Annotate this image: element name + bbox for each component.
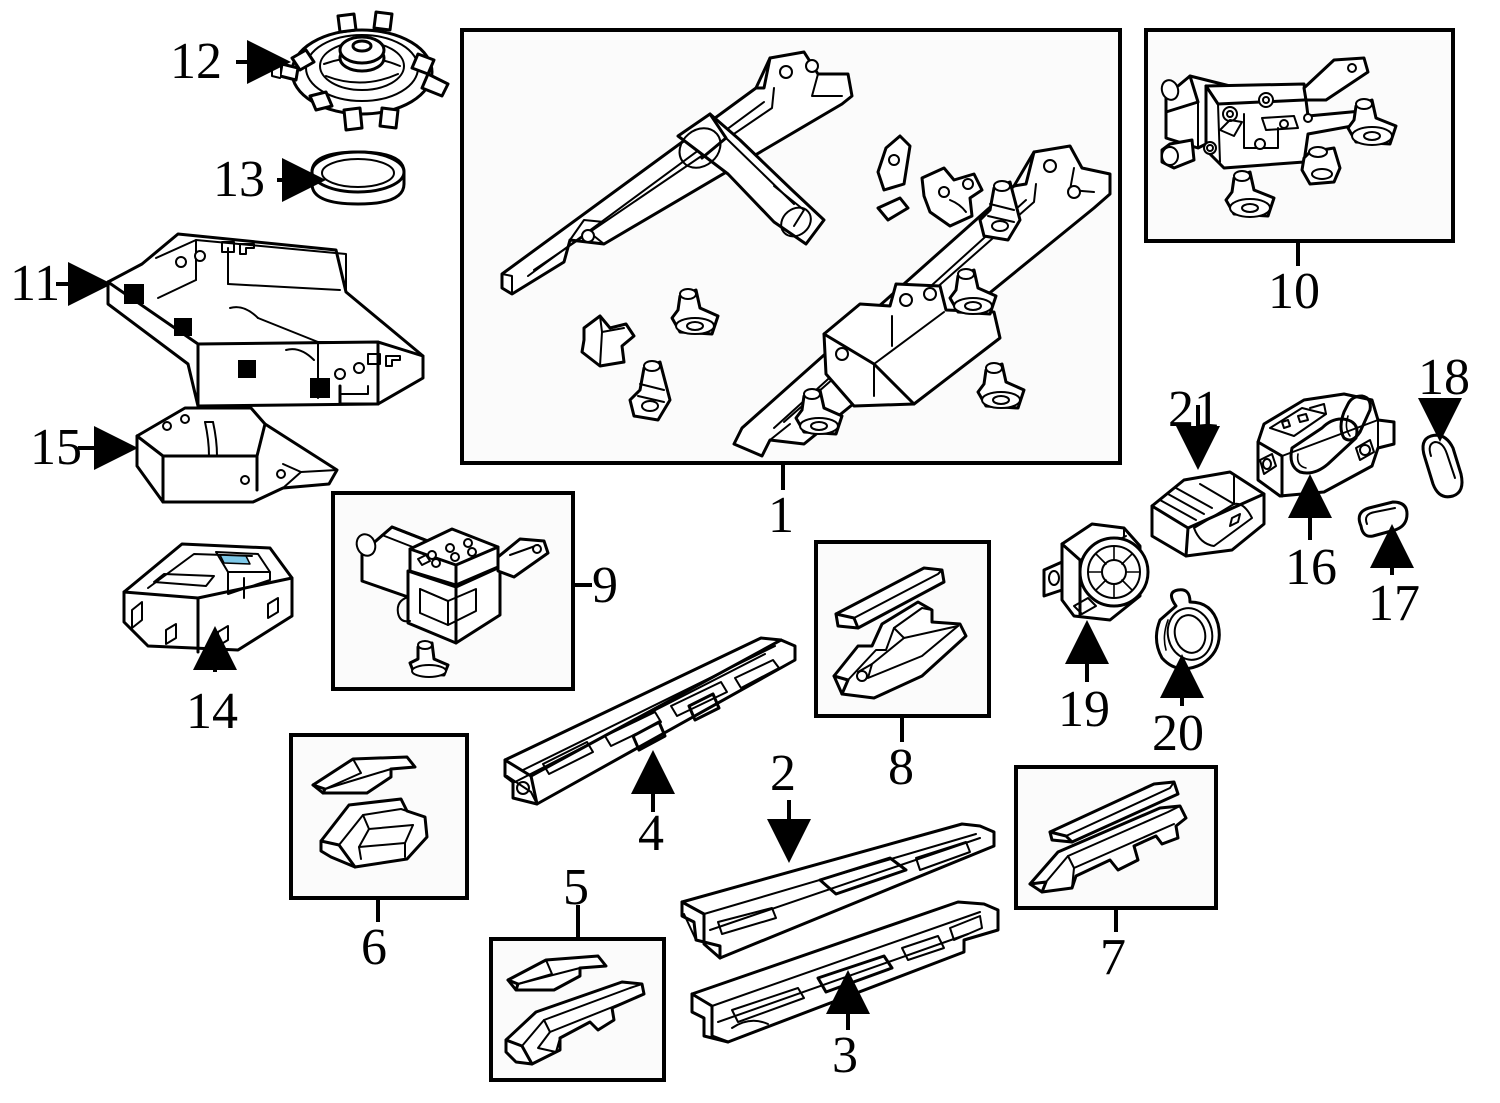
- part-art-fan-seal-ring: [310, 150, 406, 206]
- part-art-track-cover-set: [1028, 780, 1188, 894]
- callout-label-13: 13: [213, 151, 265, 208]
- part-art-grommet-seal: [1155, 588, 1221, 671]
- part-art-height-adjuster-motor: [1160, 56, 1398, 218]
- callout-label-8: 8: [888, 739, 914, 796]
- part-art-switch-knob-long: [1421, 433, 1464, 499]
- part-art-seat-track-rail: [503, 636, 797, 806]
- part-art-inner-rail-cover: [680, 822, 996, 960]
- part-art-seat-adjust-switch: [1256, 392, 1396, 498]
- callout-label-1: 1: [768, 487, 794, 544]
- part-art-blower-fan: [271, 10, 450, 132]
- callout-label-19: 19: [1058, 681, 1110, 738]
- callout-label-16: 16: [1285, 539, 1337, 596]
- part-art-seat-frame-pan: [106, 232, 425, 408]
- callout-label-5: 5: [563, 859, 589, 916]
- part-art-rail-end-cap-set: [311, 755, 429, 869]
- callout-label-18: 18: [1418, 349, 1470, 406]
- part-art-lumbar-pump-motor: [1042, 522, 1150, 622]
- callout-label-17: 17: [1368, 575, 1420, 632]
- callout-label-9: 9: [592, 557, 618, 614]
- callout-label-11: 11: [10, 255, 61, 312]
- callout-label-10: 10: [1268, 263, 1320, 320]
- callout-label-12: 12: [170, 33, 222, 90]
- part-art-module-bracket: [135, 406, 339, 504]
- callout-label-14: 14: [186, 683, 238, 740]
- callout-label-3: 3: [832, 1027, 858, 1084]
- part-art-control-module: [122, 542, 294, 654]
- callout-label-20: 20: [1152, 705, 1204, 762]
- part-art-seat-track-assembly: [500, 50, 1112, 458]
- callout-label-15: 15: [30, 419, 82, 476]
- callout-label-4: 4: [638, 805, 664, 862]
- callout-label-2: 2: [770, 745, 796, 802]
- part-art-adjuster-motor: [355, 525, 550, 678]
- part-art-rail-trim-cover-set: [504, 954, 646, 1066]
- part-art-switch-knob-small: [1357, 500, 1409, 538]
- callout-label-6: 6: [361, 919, 387, 976]
- part-art-memory-seat-switch: [1150, 470, 1266, 558]
- part-art-track-shield-set: [832, 566, 968, 700]
- callout-label-21: 21: [1168, 381, 1220, 438]
- callout-label-7: 7: [1100, 929, 1126, 986]
